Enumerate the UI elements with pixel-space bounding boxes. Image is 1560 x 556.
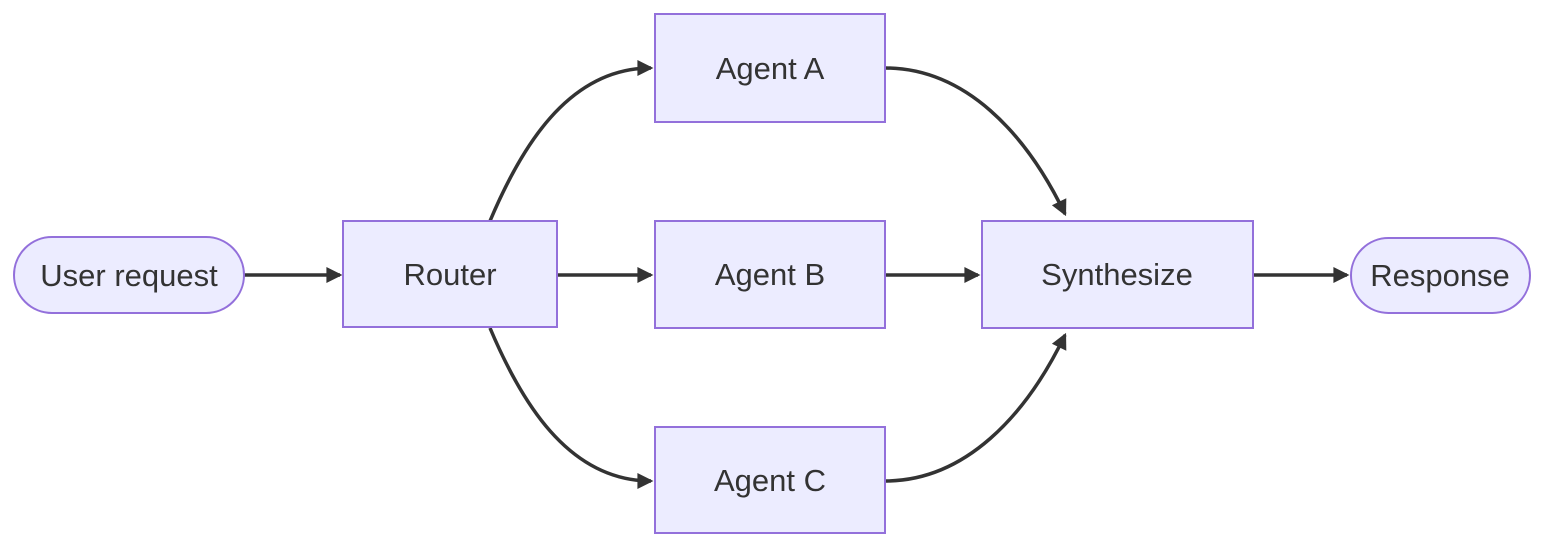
edge-router-agent-a [488, 60, 654, 222]
node-agent-b-label: Agent B [715, 257, 825, 292]
node-agent-b: Agent B [654, 220, 886, 329]
node-agent-c-label: Agent C [714, 463, 826, 498]
node-synthesize: Synthesize [981, 220, 1254, 329]
node-user-request: User request [13, 236, 245, 314]
node-agent-a: Agent A [654, 13, 886, 123]
node-agent-c-shape [654, 426, 886, 534]
node-user-request-label: User request [40, 258, 218, 293]
node-router-shape [342, 220, 558, 328]
node-agent-a-shape [654, 13, 886, 123]
node-response-label: Response [1370, 258, 1510, 293]
node-agent-b-shape [654, 220, 886, 329]
node-agent-a-label: Agent A [716, 51, 825, 86]
node-agent-c: Agent C [654, 426, 886, 534]
node-router: Router [342, 220, 558, 328]
node-response-shape [1350, 237, 1531, 314]
node-synthesize-label: Synthesize [1041, 257, 1193, 292]
edge-agent-a-synthesize [884, 66, 1067, 217]
node-router-label: Router [403, 257, 496, 292]
node-synthesize-shape [981, 220, 1254, 329]
edge-agent-c-synthesize [884, 332, 1067, 483]
nodes-layer: User request Router Agent A Agent B Agen… [13, 13, 1531, 534]
edges-layer [244, 60, 1350, 489]
node-user-request-shape [13, 236, 245, 314]
node-response: Response [1350, 237, 1531, 314]
edge-router-agent-c [488, 327, 654, 489]
